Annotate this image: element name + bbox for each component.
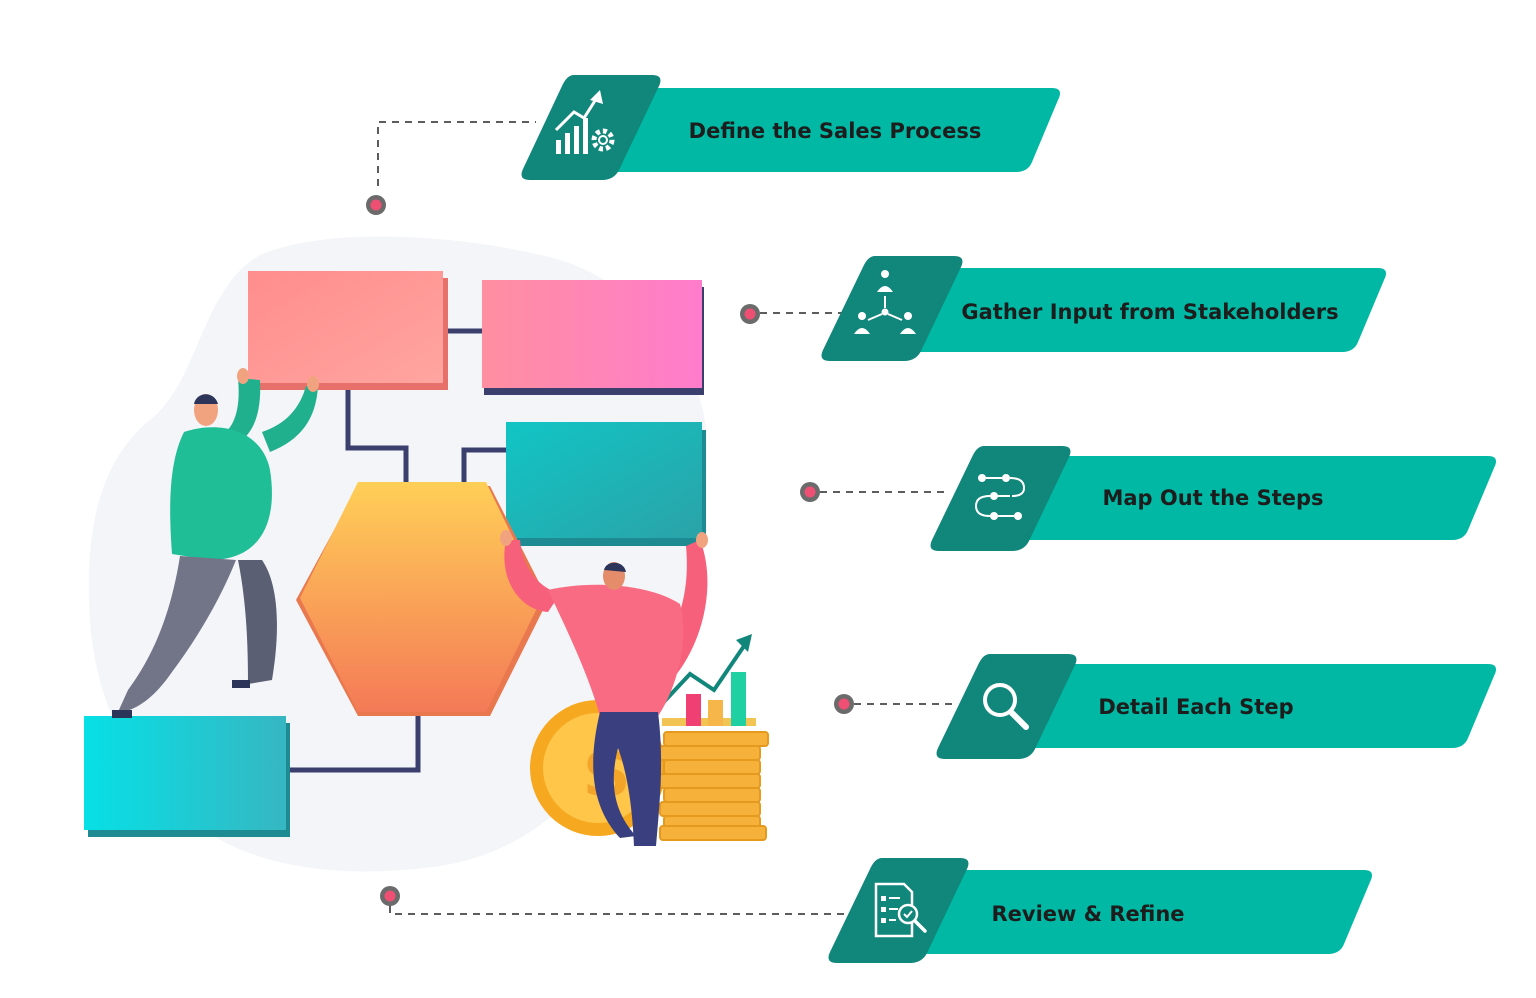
- step-label-5: Review & Refine: [991, 902, 1184, 926]
- connector-step-1: [377, 121, 536, 186]
- step-label-3: Map Out the Steps: [1102, 486, 1323, 510]
- connectors: [377, 121, 952, 915]
- stakeholders-network-icon: [854, 270, 916, 334]
- step-banner-5: Review & Refine: [828, 858, 1372, 963]
- growth-bars: [658, 634, 756, 726]
- person-right: [500, 530, 708, 846]
- connector-lines: [286, 328, 510, 773]
- connector-dot-4: [834, 694, 854, 714]
- growth-chart-gear-icon: [554, 90, 615, 154]
- illustration: $: [84, 236, 769, 872]
- process-flow-icon: [974, 474, 1026, 520]
- connector-dot-5: [380, 886, 400, 906]
- step-banner-1: Define the Sales Process: [521, 75, 1060, 180]
- step-label-4: Detail Each Step: [1098, 695, 1293, 719]
- step-banner-4: Detail Each Step: [936, 654, 1496, 759]
- step-banner-3: Map Out the Steps: [930, 446, 1496, 551]
- orange-hexagon: [296, 482, 548, 716]
- connector-dot-1: [366, 195, 386, 215]
- connector-dot-2: [740, 304, 760, 324]
- pink-box-left: [248, 271, 448, 390]
- teal-box-bottom: [84, 716, 290, 837]
- document-review-icon: [874, 882, 927, 938]
- step-label-1: Define the Sales Process: [689, 119, 982, 143]
- step-banner-2: Gather Input from Stakeholders: [821, 256, 1386, 361]
- magnifier-icon: [983, 683, 1029, 730]
- connector-step-5: [389, 906, 846, 915]
- teal-box-right: [506, 422, 706, 546]
- pink-box-right: [482, 280, 704, 395]
- step-label-2: Gather Input from Stakeholders: [961, 300, 1338, 324]
- connector-dot-3: [800, 482, 820, 502]
- person-left: [112, 368, 319, 718]
- connector-dots: [366, 195, 854, 906]
